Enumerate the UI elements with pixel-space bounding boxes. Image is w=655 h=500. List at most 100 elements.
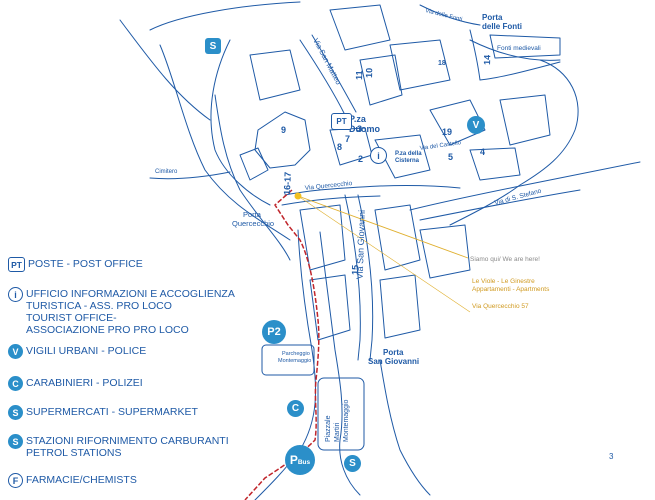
legend-text: POSTE - POST OFFICE bbox=[28, 258, 143, 270]
legend-text: FARMACIE/CHEMISTS bbox=[26, 474, 137, 486]
legend-text: CARABINIERI - POLIZEI bbox=[26, 377, 143, 389]
post-office-icon: PT bbox=[8, 257, 25, 272]
number-14: 14 bbox=[482, 55, 492, 65]
outer-road-northeast bbox=[469, 39, 561, 61]
street-label-via-san-matteo: Via San Matteo bbox=[311, 37, 343, 86]
south-road-east bbox=[319, 231, 361, 496]
number-18: 18 bbox=[438, 60, 446, 67]
via-san-giovanni-line bbox=[344, 194, 361, 361]
west-lower-road bbox=[214, 94, 291, 261]
legend-item-petrol-station: S STAZIONI RIFORNIMENTO CARBURANTI PETRO… bbox=[8, 434, 229, 459]
post-office-symbol: PT bbox=[331, 113, 352, 130]
carabinieri-icon: C bbox=[8, 376, 23, 391]
legend-item-pharmacy: F FARMACIE/CHEMISTS bbox=[8, 473, 137, 488]
legend-item-supermarket: S SUPERMERCATI - SUPERMARKET bbox=[8, 405, 198, 420]
east-road-lower bbox=[419, 189, 581, 221]
block-south-1 bbox=[299, 204, 346, 271]
legend-text: SUPERMERCATI - SUPERMARKET bbox=[26, 406, 198, 418]
number-9: 9 bbox=[281, 125, 286, 135]
legend-item-carabinieri: C CARABINIERI - POLIZEI bbox=[8, 376, 143, 391]
block-southeast bbox=[419, 224, 471, 279]
supermarket-symbol-north: S bbox=[205, 38, 221, 54]
legend-text: UFFICIO INFORMAZIONI E ACCOGLIENZA TURIS… bbox=[26, 288, 235, 336]
label-fonti-medievali: Fonti medievali bbox=[497, 45, 541, 52]
block-east-3 bbox=[469, 147, 521, 181]
block-east-1 bbox=[429, 99, 486, 146]
cimitero-road bbox=[149, 171, 231, 180]
via-san-giovanni-line-2 bbox=[357, 194, 374, 361]
number-15: 15 bbox=[350, 265, 360, 275]
south-road-west bbox=[254, 229, 317, 500]
block-south-3 bbox=[309, 274, 351, 341]
legend-item-post-office: PT POSTE - POST OFFICE bbox=[8, 257, 143, 272]
info-icon: i bbox=[8, 287, 23, 302]
number-7: 7 bbox=[345, 134, 350, 144]
number-5: 5 bbox=[448, 152, 453, 162]
you-are-here-dot bbox=[294, 192, 302, 200]
legend-item-tourist-office: i UFFICIO INFORMAZIONI E ACCOGLIENZA TUR… bbox=[8, 287, 235, 336]
via-di-santo-stefano-line bbox=[409, 161, 641, 211]
via-san-matteo-line-2 bbox=[311, 34, 357, 113]
police-symbol: V bbox=[467, 116, 485, 134]
legend-text: STAZIONI RIFORNIMENTO CARBURANTI PETROL … bbox=[26, 435, 229, 459]
outer-road-east bbox=[449, 59, 579, 226]
supermarket-icon: S bbox=[8, 405, 23, 420]
annotation-line-1: Le Viole - Le Ginestre bbox=[472, 278, 535, 285]
tourist-office-symbol: i bbox=[370, 147, 387, 164]
number-16-17: 16-17 bbox=[282, 172, 293, 195]
number-4: 4 bbox=[480, 147, 485, 157]
pharmacy-icon: F bbox=[8, 473, 23, 488]
number-11: 11 bbox=[354, 70, 364, 80]
parking-bus-p: P bbox=[289, 453, 298, 467]
number-3: 3 bbox=[357, 124, 362, 134]
piazzale-montemaggio-block bbox=[317, 377, 365, 451]
via-quercecchio-line bbox=[284, 185, 461, 196]
street-label-via-quercecchio: Via Quercecchio bbox=[304, 180, 352, 192]
street-label-via-di-castello: Via del Castello bbox=[419, 140, 462, 152]
block-east-2 bbox=[499, 94, 551, 146]
number-10: 10 bbox=[364, 68, 374, 78]
number-19: 19 bbox=[442, 127, 452, 137]
annotation-we-are-here: Siamo qui/ We are here! bbox=[470, 256, 540, 263]
fonti-medievali-block bbox=[489, 34, 561, 59]
annotation-connector bbox=[297, 195, 469, 259]
south-road-far-east bbox=[379, 359, 431, 496]
block-north-2 bbox=[389, 39, 451, 91]
via-san-matteo-line bbox=[299, 39, 346, 116]
block-south-2 bbox=[374, 204, 421, 271]
block-north-3 bbox=[249, 49, 301, 101]
outer-road-northwest bbox=[119, 19, 211, 121]
number-2: 2 bbox=[358, 154, 363, 164]
page-number: 3 bbox=[609, 452, 614, 461]
label-cimitero: Cimitero bbox=[155, 169, 178, 175]
rocca-bastion bbox=[239, 147, 269, 181]
block-south-4 bbox=[379, 274, 421, 339]
block-cisterna bbox=[374, 134, 431, 179]
annotation-line-2: Appartamenti - Apartments bbox=[472, 286, 550, 293]
outer-road-west bbox=[159, 44, 291, 241]
parcheggio-area bbox=[261, 344, 315, 376]
parking-p2-symbol: P2 bbox=[262, 320, 286, 344]
number-8: 8 bbox=[337, 142, 342, 152]
street-label-via-delle-fonti: Via delle Fonti bbox=[425, 8, 463, 23]
carabinieri-symbol: C bbox=[287, 400, 304, 417]
via-delle-fonti-line bbox=[419, 4, 481, 26]
legend-text: VIGILI URBANI - POLICE bbox=[26, 345, 147, 357]
petrol-station-icon: S bbox=[8, 434, 23, 449]
block-north-1 bbox=[329, 4, 391, 51]
rocca-fortress bbox=[254, 111, 311, 169]
block-north-4 bbox=[359, 54, 403, 106]
street-label-via-san-giovanni: Via San Giovanni bbox=[355, 210, 367, 280]
annotation-line-3: Via Quercecchio 57 bbox=[472, 303, 529, 310]
parking-bus-sub: Bus bbox=[297, 458, 311, 466]
legend-item-police: V VIGILI URBANI - POLICE bbox=[8, 344, 147, 359]
porta-fonti-road bbox=[469, 29, 561, 81]
